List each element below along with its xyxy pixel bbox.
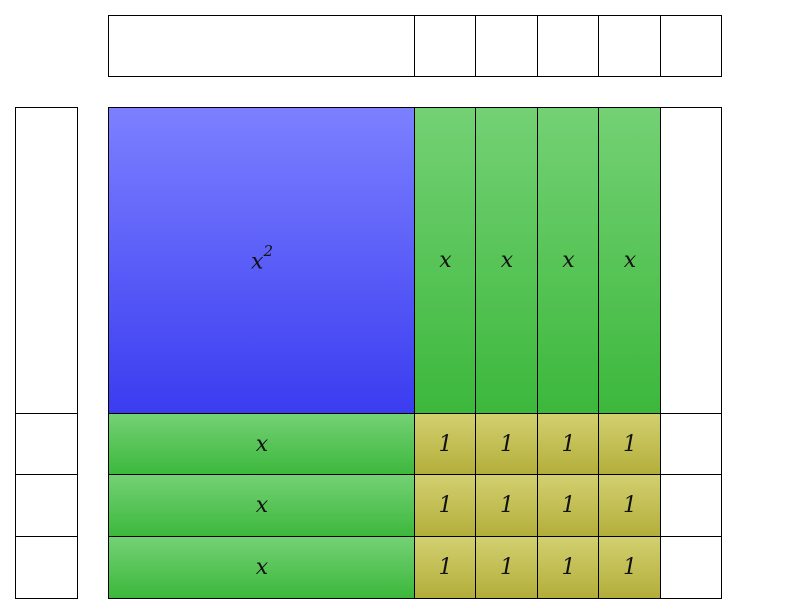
left-header-tall-cell	[15, 107, 78, 415]
unit-tile: 1	[537, 536, 600, 599]
x-tile-horizontal-1: x	[108, 413, 416, 476]
x-tile-vertical-2: x	[475, 107, 539, 415]
unit-tile-label: 1	[438, 554, 453, 580]
x-tile-label: x	[623, 248, 637, 273]
x-tile-vertical-4: x	[598, 107, 662, 415]
x-tile-label: x	[500, 248, 514, 273]
unit-tile: 1	[598, 474, 662, 538]
top-header-wide-cell	[108, 15, 416, 77]
unit-tile: 1	[537, 474, 600, 538]
unit-tile-label: 1	[500, 554, 514, 580]
top-header-cell-2	[475, 15, 539, 77]
empty-cell-right	[660, 413, 722, 476]
unit-tile-label: 1	[623, 554, 637, 580]
unit-tile: 1	[475, 474, 539, 538]
unit-tile-label: 1	[561, 493, 576, 518]
unit-tile-label: 1	[500, 431, 514, 457]
x-tile-label: x	[255, 431, 269, 457]
unit-tile-label: 1	[561, 431, 576, 457]
x-tile-label: x	[255, 554, 269, 580]
left-header-cell-1	[15, 413, 78, 476]
x-tile-vertical-3: x	[537, 107, 600, 415]
top-header-cell-5	[660, 15, 722, 77]
x-tile-label: x	[439, 248, 452, 273]
unit-tile: 1	[475, 536, 539, 599]
x-tile-vertical-1: x	[414, 107, 477, 415]
unit-tile-label: 1	[561, 554, 576, 580]
unit-tile-label: 1	[438, 431, 453, 457]
x-squared-tile: x2	[108, 107, 416, 415]
unit-tile: 1	[414, 413, 477, 476]
x-tile-label: x	[562, 248, 575, 273]
x-tile-horizontal-2: x	[108, 474, 416, 538]
top-header-cell-1	[414, 15, 477, 77]
left-header-cell-2	[15, 474, 78, 538]
top-header-cell-3	[537, 15, 600, 77]
unit-tile-label: 1	[623, 431, 637, 457]
x-squared-label: x2	[251, 242, 273, 275]
empty-cell-right-top	[660, 107, 722, 415]
unit-tile-label: 1	[438, 493, 453, 518]
empty-cell-right	[660, 536, 722, 599]
top-header-cell-4	[598, 15, 662, 77]
unit-tile: 1	[414, 474, 477, 538]
unit-tile: 1	[475, 413, 539, 476]
unit-tile: 1	[537, 413, 600, 476]
empty-cell-right	[660, 474, 722, 538]
x-tile-horizontal-3: x	[108, 536, 416, 599]
unit-tile-label: 1	[623, 493, 637, 518]
x-tile-label: x	[255, 493, 269, 518]
unit-tile: 1	[598, 536, 662, 599]
unit-tile: 1	[598, 413, 662, 476]
unit-tile: 1	[414, 536, 477, 599]
unit-tile-label: 1	[500, 493, 514, 518]
left-header-cell-3	[15, 536, 78, 599]
